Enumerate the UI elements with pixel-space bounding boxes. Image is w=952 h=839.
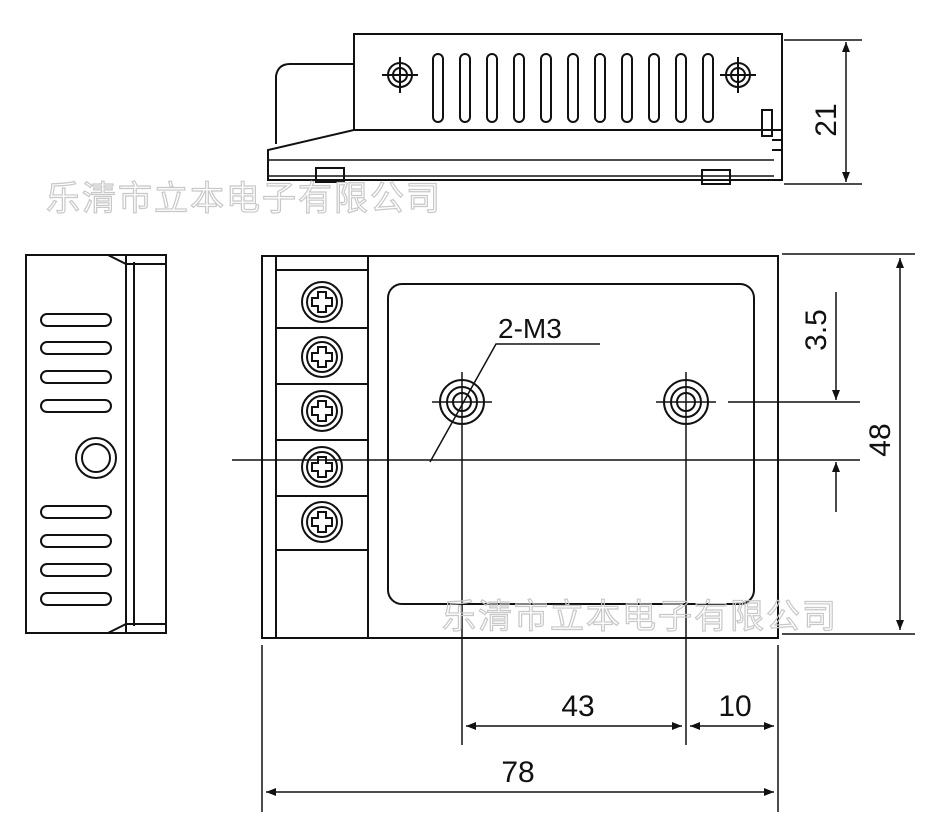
terminal-screw-5 (301, 501, 343, 543)
dim-label-3-5: 3.5 (800, 309, 833, 351)
end-view-hole (75, 437, 117, 479)
side-screw-left (382, 57, 418, 93)
terminal-screws (301, 281, 343, 543)
watermark-top: 乐清市立本电子有限公司 (46, 179, 442, 219)
front-view (261, 255, 779, 639)
terminal-screw-3 (301, 390, 343, 432)
side-view-terminal (275, 63, 354, 144)
dim-label-21: 21 (810, 103, 843, 136)
terminal-screw-4 (301, 446, 343, 488)
end-view-left (25, 254, 167, 634)
side-view-top (267, 33, 783, 185)
watermark-bottom: 乐清市立本电子有限公司 (442, 597, 838, 637)
dimension-height-21 (784, 39, 862, 185)
dim-label-43: 43 (561, 690, 594, 723)
center-lines (232, 253, 915, 812)
callout-mount-holes (429, 343, 600, 463)
callout-label: 2-M3 (498, 313, 562, 344)
terminal-block (275, 255, 369, 639)
end-view-body (25, 254, 167, 634)
terminal-screw-2 (301, 336, 343, 378)
front-view-body (261, 255, 779, 639)
dim-label-48: 48 (864, 423, 897, 456)
side-view-base (267, 34, 783, 181)
side-screw-right (720, 57, 756, 93)
terminal-screw-1 (301, 281, 343, 323)
dim-label-78: 78 (501, 756, 534, 789)
dim-label-10: 10 (718, 690, 751, 723)
vent-slots-top (432, 53, 714, 123)
label-recess (387, 283, 755, 605)
